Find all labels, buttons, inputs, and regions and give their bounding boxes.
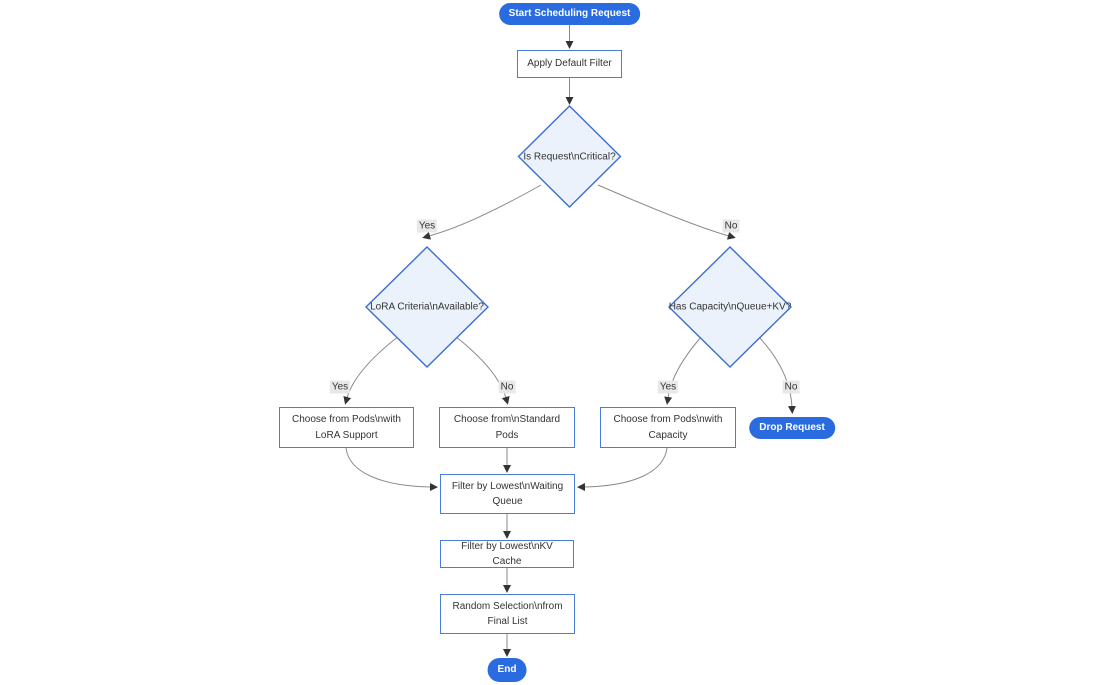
node-choose-capacity-pods: Choose from Pods\nwith Capacity <box>600 407 736 448</box>
node-filter-kv-cache: Filter by Lowest\nKV Cache <box>440 540 574 568</box>
decision-has-capacity <box>668 246 792 368</box>
edge-label-capacity-no: No <box>782 380 800 394</box>
node-random-selection: Random Selection\nfrom Final List <box>440 594 575 634</box>
node-filter-waiting-queue: Filter by Lowest\nWaiting Queue <box>440 474 575 514</box>
node-choose-lora-pods-label: Choose from Pods\nwith LoRA Support <box>292 414 401 441</box>
node-start-label: Start Scheduling Request <box>508 8 631 20</box>
node-choose-lora-pods: Choose from Pods\nwith LoRA Support <box>279 407 414 448</box>
edge-label-lora-yes: Yes <box>329 380 351 394</box>
edge-label-capacity-yes: Yes <box>657 380 679 394</box>
node-choose-standard-pods: Choose from\nStandard Pods <box>439 407 575 448</box>
node-apply-default-filter-label: Apply Default Filter <box>527 58 612 70</box>
node-drop-request: Drop Request <box>749 417 835 439</box>
edge-capacity-no <box>757 335 796 414</box>
edge-lora-pods-to-filter-waiting <box>345 447 438 491</box>
node-filter-waiting-queue-label: Filter by Lowest\nWaiting Queue <box>451 480 564 508</box>
decision-is-critical-label: Is Request\nCritical? <box>523 151 616 162</box>
decision-lora-criteria <box>365 246 489 368</box>
node-drop-request-label: Drop Request <box>759 422 825 434</box>
decision-is-critical <box>517 105 622 208</box>
node-end: End <box>487 658 527 682</box>
node-choose-standard-pods-label: Choose from\nStandard Pods <box>453 414 561 441</box>
node-end-label: End <box>497 664 517 676</box>
edge-critical-no <box>597 184 736 240</box>
edge-label-lora-no: No <box>498 380 516 394</box>
decision-has-capacity-label: Has Capacity\nQueue+KV? <box>668 301 792 313</box>
edge-label-critical-no: No <box>722 219 740 233</box>
node-filter-kv-cache-label: Filter by Lowest\nKV Cache <box>461 540 553 568</box>
decision-lora-criteria-label: LoRA Criteria\nAvailable? <box>370 301 484 313</box>
edge-label-critical-yes: Yes <box>416 219 438 233</box>
edge-lora-yes <box>343 335 400 405</box>
node-start: Start Scheduling Request <box>498 3 641 25</box>
edge-critical-yes <box>422 184 542 240</box>
node-choose-capacity-pods-label: Choose from Pods\nwith Capacity <box>613 414 723 441</box>
edge-capacity-pods-to-filter-waiting <box>577 447 668 491</box>
node-apply-default-filter: Apply Default Filter <box>517 50 622 78</box>
node-random-selection-label: Random Selection\nfrom Final List <box>452 600 563 628</box>
